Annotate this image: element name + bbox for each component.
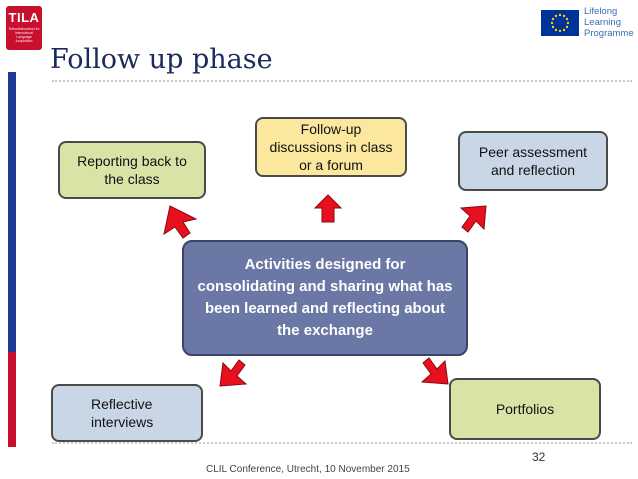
arrow-to-follow-up: [313, 194, 343, 223]
slide-title: Follow up phase: [50, 44, 273, 75]
arrow-to-portfolios: [420, 357, 449, 385]
programme-label: Lifelong Learning Programme: [584, 6, 634, 39]
footer-divider: [52, 442, 632, 444]
programme-line: Learning: [584, 17, 621, 28]
center-activities-box: Activities designed for consolidating an…: [182, 240, 468, 356]
title-divider: [52, 80, 632, 82]
box-peer-assessment: Peer assessment and reflection: [458, 131, 608, 191]
arrow-to-reflective: [219, 359, 248, 387]
left-accent-bar-blue: [8, 72, 16, 352]
box-reporting-back: Reporting back to the class: [58, 141, 206, 199]
programme-line: Lifelong: [584, 6, 618, 17]
box-portfolios: Portfolios: [449, 378, 601, 440]
tila-logo: TILA Telecollaboration for Intercultural…: [6, 6, 42, 50]
eu-flag-icon: [541, 10, 579, 36]
logo-fine-print: Telecollaboration for Intercultural Lang…: [8, 27, 40, 43]
programme-line: Programme: [584, 28, 634, 39]
box-reflective-interviews: Reflective interviews: [51, 384, 203, 442]
left-accent-bar-red: [8, 352, 16, 447]
arrow-to-reporting: [163, 205, 198, 239]
logo-word: TILA: [8, 10, 40, 25]
box-follow-up-discussions: Follow-up discussions in class or a foru…: [255, 117, 407, 177]
page-number: 32: [532, 450, 546, 464]
arrow-to-peer: [459, 205, 487, 233]
footer-text: CLIL Conference, Utrecht, 10 November 20…: [206, 464, 410, 475]
